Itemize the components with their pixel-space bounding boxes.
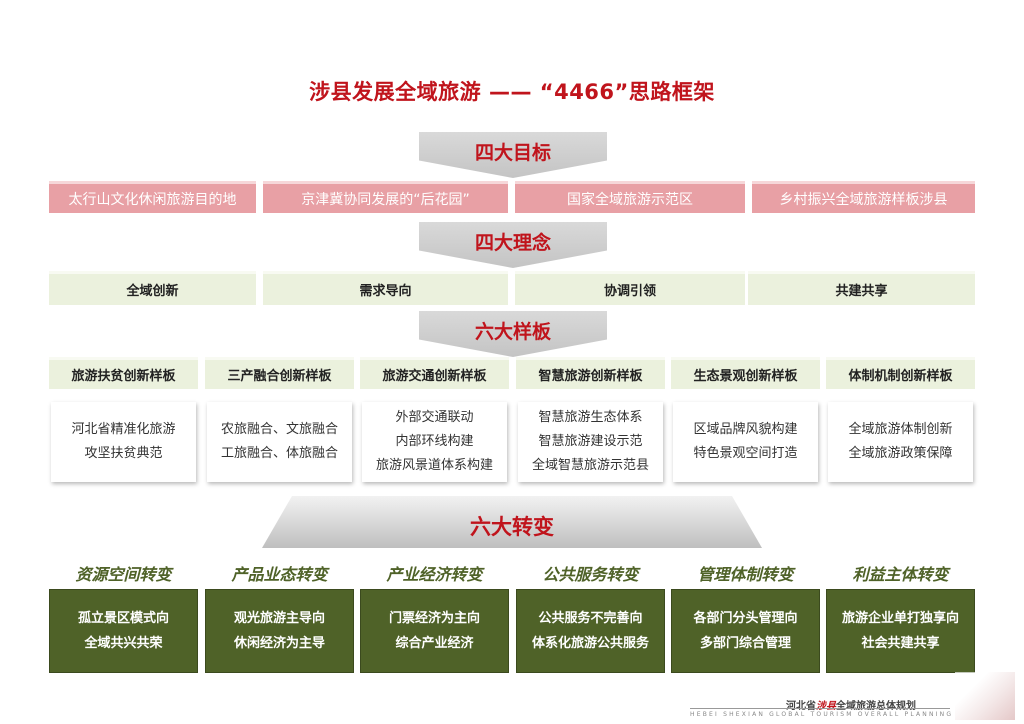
page-title: 涉县发展全域旅游 —— “4466”思路框架 (309, 80, 715, 104)
template-title-4: 智慧旅游创新样板 (516, 357, 665, 389)
footer-english-title: HEBEI SHEXIAN GLOBAL TOURISM OVERALL PLA… (690, 711, 954, 718)
goal-box-4: 乡村振兴全域旅游样板涉县 (752, 181, 975, 213)
goals-arrow-header: 四大目标 (419, 132, 607, 178)
idea-box-1: 全域创新 (49, 271, 256, 305)
template-desc-3: 外部交通联动 内部环线构建 旅游风景道体系构建 (362, 402, 507, 482)
footer-divider (690, 708, 950, 709)
shift-line: 社会共建共享 (861, 636, 940, 651)
template-desc-line: 旅游风景道体系构建 (375, 458, 493, 473)
shifts-section-label: 六大转变 (470, 515, 554, 539)
template-desc-line: 特色景观空间打造 (693, 446, 798, 461)
template-desc-line: 区域品牌风貌构建 (693, 422, 798, 437)
template-desc-1: 河北省精准化旅游 攻坚扶贫典范 (51, 402, 196, 482)
footer-county-mark: 涉县 (816, 701, 836, 712)
footer-suffix: 全域旅游总体规划 (836, 701, 916, 712)
shift-line: 综合产业经济 (395, 636, 474, 651)
shift-title-6: 利益主体转变 (852, 565, 949, 584)
shift-title-5: 管理体制转变 (697, 565, 794, 584)
idea-box-4: 共建共享 (748, 271, 975, 305)
footer-planning-title: 河北省涉县全域旅游总体规划 (786, 697, 916, 712)
goal-box-3: 国家全域旅游示范区 (515, 181, 745, 213)
shift-line: 旅游企业单打独享向 (841, 611, 959, 626)
template-desc-line: 工旅融合、体旅融合 (220, 446, 338, 461)
shift-line: 各部门分头管理向 (693, 611, 798, 626)
ideas-arrow-header: 四大理念 (419, 222, 607, 268)
footer-prefix: 河北省 (786, 701, 816, 712)
template-desc-5: 区域品牌风貌构建 特色景观空间打造 (673, 402, 818, 482)
shift-title-1: 资源空间转变 (75, 565, 172, 584)
template-desc-line: 内部环线构建 (395, 434, 474, 449)
shift-line: 休闲经济为主导 (233, 636, 325, 651)
shift-box-2: 观光旅游主导向 休闲经济为主导 (205, 589, 354, 673)
shift-box-6: 旅游企业单打独享向 社会共建共享 (826, 589, 975, 673)
template-desc-6: 全域旅游体制创新 全域旅游政策保障 (828, 402, 973, 482)
shifts-header-trapezoid: 六大转变 (262, 496, 762, 548)
template-title-5: 生态景观创新样板 (671, 357, 820, 389)
shift-title-4: 公共服务转变 (542, 565, 639, 584)
template-title-6: 体制机制创新样板 (826, 357, 975, 389)
template-desc-line: 河北省精准化旅游 (71, 422, 176, 437)
goal-box-1: 太行山文化休闲旅游目的地 (49, 181, 256, 213)
template-desc-line: 全域智慧旅游示范县 (531, 458, 649, 473)
shift-box-1: 孤立景区模式向 全域共兴共荣 (49, 589, 198, 673)
shift-box-4: 公共服务不完善向 体系化旅游公共服务 (516, 589, 665, 673)
shift-title-2: 产品业态转变 (231, 565, 328, 584)
idea-box-3: 协调引领 (515, 271, 745, 305)
template-desc-line: 外部交通联动 (395, 410, 474, 425)
shift-line: 公共服务不完善向 (538, 611, 643, 626)
shift-line: 多部门综合管理 (699, 636, 791, 651)
goal-box-2: 京津冀协同发展的“后花园” (263, 181, 508, 213)
template-desc-line: 智慧旅游生态体系 (538, 410, 643, 425)
footer-decoration (955, 672, 1015, 720)
template-desc-line: 智慧旅游建设示范 (538, 434, 643, 449)
shift-line: 孤立景区模式向 (77, 611, 169, 626)
template-desc-line: 全域旅游体制创新 (848, 422, 953, 437)
template-title-2: 三产融合创新样板 (205, 357, 354, 389)
template-desc-line: 农旅融合、文旅融合 (220, 422, 338, 437)
shift-line: 体系化旅游公共服务 (531, 636, 649, 651)
templates-arrow-header: 六大样板 (419, 311, 607, 357)
templates-section-label: 六大样板 (474, 321, 551, 343)
shift-line: 门票经济为主向 (388, 611, 480, 626)
shift-box-3: 门票经济为主向 综合产业经济 (360, 589, 509, 673)
template-desc-line: 攻坚扶贫典范 (84, 446, 163, 461)
goals-section-label: 四大目标 (474, 142, 551, 164)
shift-title-3: 产业经济转变 (386, 565, 483, 584)
template-title-3: 旅游交通创新样板 (360, 357, 509, 389)
shift-box-5: 各部门分头管理向 多部门综合管理 (671, 589, 820, 673)
template-desc-2: 农旅融合、文旅融合 工旅融合、体旅融合 (207, 402, 352, 482)
ideas-section-label: 四大理念 (474, 232, 551, 254)
template-desc-line: 全域旅游政策保障 (848, 446, 953, 461)
template-title-1: 旅游扶贫创新样板 (49, 357, 198, 389)
template-desc-4: 智慧旅游生态体系 智慧旅游建设示范 全域智慧旅游示范县 (518, 402, 663, 482)
shift-line: 全域共兴共荣 (84, 636, 163, 651)
shift-line: 观光旅游主导向 (233, 611, 325, 626)
idea-box-2: 需求导向 (263, 271, 508, 305)
